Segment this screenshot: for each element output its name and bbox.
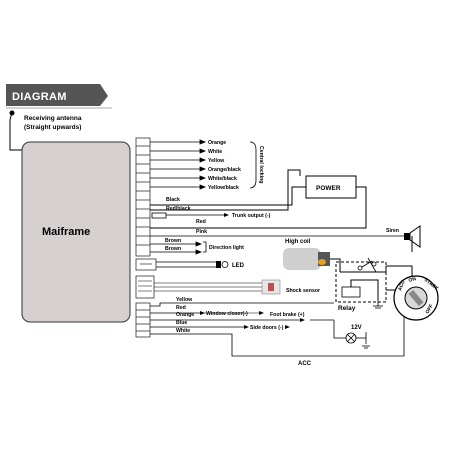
- antenna-label-sub: (Straight upwards): [24, 124, 81, 131]
- led-icon: [216, 261, 229, 268]
- wire-orange-label: Orange: [208, 140, 226, 146]
- direction-light-label: Direction light: [209, 245, 244, 251]
- diagram-header: DIAGRAM: [6, 84, 112, 109]
- shock-sensor-wires: [154, 282, 262, 292]
- led-label: LED: [232, 263, 245, 269]
- wire-black-label: Black: [166, 197, 180, 203]
- wire-white-label-2: White: [176, 328, 190, 334]
- bottom-connector: [135, 302, 151, 338]
- siren-icon: [404, 225, 421, 252]
- relay-wires: [350, 279, 379, 300]
- voltage-label: 12V: [351, 325, 362, 331]
- direction-light-wires: [150, 241, 203, 255]
- led-connector: [135, 258, 157, 271]
- acc-wire-label: ACC: [298, 361, 312, 367]
- relay-coil: [341, 286, 361, 298]
- wire-white-black-label: White/black: [208, 176, 237, 182]
- relay-switch: [357, 257, 377, 273]
- central-locking-wires: [150, 139, 207, 190]
- main-connector: [135, 137, 151, 257]
- bottom-wires: [150, 302, 405, 357]
- ignition-off-label: OFF: [425, 303, 435, 315]
- central-locking-brace: [249, 141, 257, 189]
- wire-red-label-2: Red: [176, 305, 186, 311]
- wire-yellow-black-label: Yellow/black: [208, 185, 239, 191]
- antenna-label: Receiving antenna: [24, 115, 82, 122]
- wire-brown-label-2: Brown: [165, 246, 181, 252]
- mainframe-box: [21, 141, 131, 323]
- shock-sensor-connector: [135, 275, 155, 299]
- ignition-acc-label: ACC: [397, 279, 406, 292]
- foot-brake-label: Foot brake (+): [270, 312, 305, 318]
- relay-enclosure: [335, 261, 387, 303]
- diagram-title: DIAGRAM: [12, 91, 67, 103]
- high-coil-label: High coil: [285, 239, 311, 245]
- wire-brown-label-1: Brown: [165, 238, 181, 244]
- relay-label: Relay: [338, 305, 356, 312]
- wire-yellow-label-2: Yellow: [176, 297, 193, 303]
- led-wires: [156, 261, 216, 268]
- wire-orange-black-label: Orange/black: [208, 167, 241, 173]
- wire-orange-label-2: Orange: [176, 312, 194, 318]
- shock-sensor-label: Shock sensor: [286, 288, 320, 294]
- trunk-output-label: Trunk output (-): [232, 213, 271, 219]
- central-locking-label: Central locking: [258, 146, 264, 183]
- power-label: POWER: [316, 185, 341, 192]
- wire-pink-label: Pink: [196, 229, 207, 235]
- ignition-on-label: ON: [408, 276, 417, 284]
- shock-sensor-icon: [261, 279, 281, 295]
- high-coil-wires: [330, 258, 387, 273]
- lamp-icon: [333, 320, 370, 349]
- ground-icon: [373, 300, 383, 309]
- wire-blue-label: Blue: [176, 320, 187, 326]
- wire-yellow-label: Yellow: [208, 158, 225, 164]
- side-doors-label: Side doors (-): [250, 325, 284, 331]
- window-closer-label: Window closer(-): [206, 311, 248, 317]
- receiving-antenna: [9, 110, 22, 151]
- power-wires: [150, 169, 367, 229]
- ignition-switch: [393, 275, 439, 321]
- fuse: [151, 212, 167, 219]
- wire-red-label: Red: [196, 219, 206, 225]
- wire-red-black-label: Red/black: [166, 206, 191, 212]
- siren-label: Siren: [386, 228, 399, 234]
- high-coil-icon: [283, 248, 330, 270]
- wire-white-label: White: [208, 149, 222, 155]
- mainframe-label: Maiframe: [42, 226, 90, 238]
